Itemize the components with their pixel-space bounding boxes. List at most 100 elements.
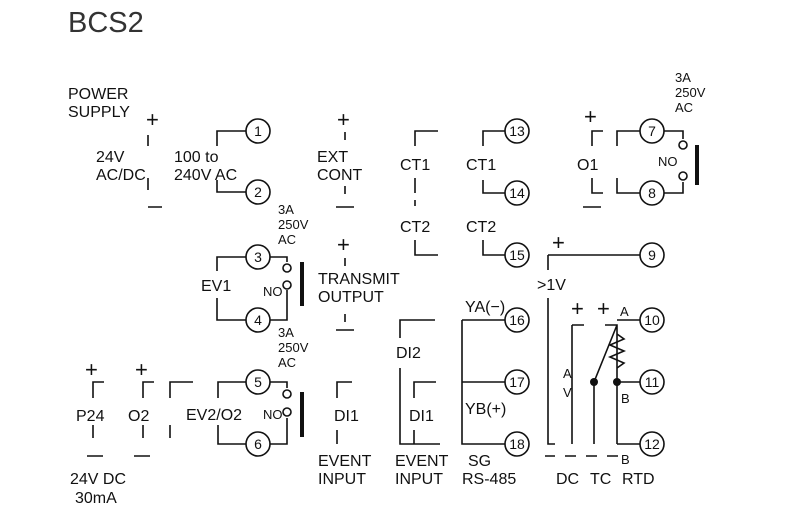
terminal-10: 10 [639,307,665,333]
terminal-16: 16 [504,307,530,333]
ev1-contact-bottom [282,280,292,290]
ev2-rating-2: 250V [278,340,309,355]
ev2-wires [169,381,288,445]
dc-plus-sign: + [571,296,584,321]
svg-text:11: 11 [645,374,660,390]
label-240v-ac: 240V AC [174,167,237,184]
o1-plus-sign: + [584,104,597,129]
ct1-left-label: CT1 [400,157,430,174]
sg-label: SG [468,453,491,470]
event-input-b-1: EVENT [395,453,449,470]
ev1-contact-top [282,263,292,273]
svg-text:1: 1 [254,123,262,139]
dc-v-label: V [563,385,572,400]
terminal-9: 9 [639,242,665,268]
power-wires [216,130,246,193]
terminal-18: 18 [504,431,530,457]
terminal-2: 2 [245,179,271,205]
event-input-a-brackets [336,381,352,444]
svg-text:3: 3 [254,249,262,265]
svg-text:5: 5 [254,374,262,390]
ct1-right-label: CT1 [466,157,496,174]
ev2-rating-3: AC [278,355,296,370]
o1-contact-top [678,140,688,150]
svg-text:18: 18 [509,436,525,452]
terminal-8: 8 [639,180,665,206]
terminal-3: 3 [245,244,271,270]
o2-plus-sign: + [135,357,148,382]
ct2-left-label: CT2 [400,219,430,236]
svg-text:8: 8 [648,185,656,201]
svg-text:6: 6 [254,436,262,452]
svg-text:17: 17 [509,374,525,390]
transmit-label: TRANSMIT [318,271,400,288]
label-24v: 24V [96,149,125,166]
ev2-contact-bottom [282,407,292,417]
rtd-b-mid-label: B [621,391,630,406]
cont-label: CONT [317,167,363,184]
rtd-b-bottom-label: B [621,452,630,467]
ev1-no-label: NO [263,284,283,299]
rs485-wires [461,319,505,445]
dc-label: DC [556,471,579,488]
terminal-14: 14 [504,180,530,206]
dc-a-label: A [563,366,572,381]
ev1-rating-1: 3A [278,202,294,217]
terminal-6: 6 [245,431,271,457]
o1-contact-bottom [678,171,688,181]
rtd-a-top-label: A [620,304,629,319]
ct2-right-label: CT2 [466,219,496,236]
ev1-label: EV1 [201,278,231,295]
terminal-12: 12 [639,431,665,457]
ext-label: EXT [317,149,348,166]
o2-label: O2 [128,408,149,425]
ev2-no-label: NO [263,407,283,422]
di1-b-label: DI1 [409,408,434,425]
ya-label: YA(−) [465,299,505,316]
o1-rating-2: 250V [675,85,706,100]
output-label: OUTPUT [318,289,384,306]
gt1v-wires [547,254,640,445]
ev1-rating-2: 250V [278,217,309,232]
terminal-11: 11 [639,369,665,395]
event-input-a-1: EVENT [318,453,372,470]
transmit-brackets [336,258,354,331]
svg-text:13: 13 [509,123,525,139]
ext-plus-sign: + [337,107,350,132]
svg-text:10: 10 [644,312,660,328]
power-supply-label-2: SUPPLY [68,104,130,121]
event-input-a-2: INPUT [318,471,366,488]
label-ac-dc: AC/DC [96,167,146,184]
label-24v-dc: 24V DC [70,471,126,488]
svg-text:4: 4 [254,312,262,328]
p24-label: P24 [76,408,105,425]
label-100-to: 100 to [174,149,219,166]
ct-right-wires [482,130,505,256]
svg-text:14: 14 [509,185,525,201]
transmit-plus-sign: + [337,232,350,257]
svg-text:7: 7 [648,123,656,139]
o1-rating-1: 3A [675,70,691,85]
svg-text:16: 16 [509,312,525,328]
ct-left-brackets [414,130,438,256]
label-30ma: 30mA [75,490,117,507]
p24-o2-brackets [87,381,154,457]
tc-junction-dot [590,378,598,386]
rs485-label: RS-485 [462,471,516,488]
svg-text:2: 2 [254,184,262,200]
o1-label: O1 [577,157,598,174]
terminal-7: 7 [639,118,665,144]
svg-text:15: 15 [509,247,525,263]
tc-label: TC [590,471,611,488]
terminal-4: 4 [245,307,271,333]
rtd-resistor [607,333,627,369]
diagram-title: BCS2 [68,7,144,39]
rtd-label: RTD [622,471,655,488]
tc-plus-sign: + [597,296,610,321]
svg-text:9: 9 [648,247,656,263]
ev1-wires [216,256,288,321]
o1-wires [583,130,684,208]
ev2-rating-1: 3A [278,325,294,340]
svg-text:12: 12 [644,436,660,452]
